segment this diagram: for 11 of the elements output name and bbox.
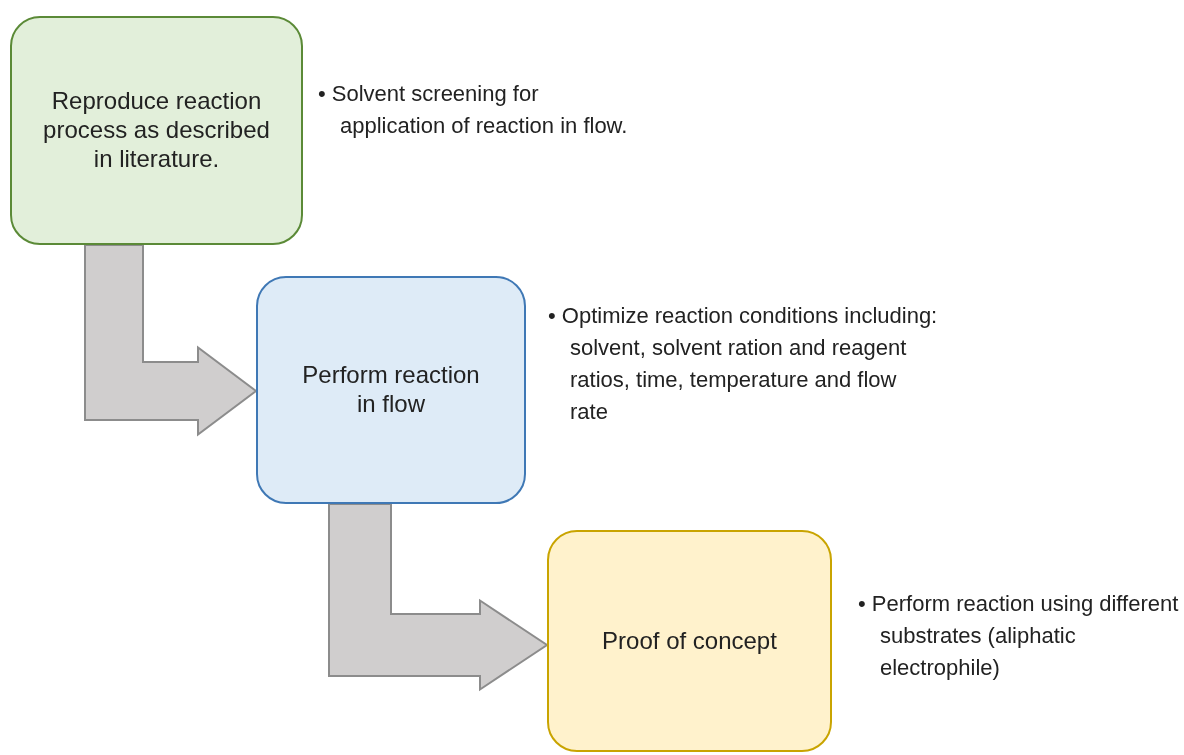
bullet-note: • Optimize reaction conditions including: solvent, solvent ration and reagent ratios, time, temperature and flow rate — [548, 302, 938, 426]
bullet-note: • Solvent screening for application of reaction in flow. — [318, 80, 629, 140]
bullet-note: • Perform reaction using different substrates (aliphatic electrophile) — [858, 590, 1180, 682]
block-arrow — [84, 244, 258, 437]
process-box — [256, 276, 526, 504]
block-arrow — [328, 503, 549, 692]
box-label: Perform reaction in flow — [301, 361, 481, 419]
process-box — [547, 530, 832, 752]
box-label: Proof of concept — [602, 626, 777, 656]
process-box — [10, 16, 303, 245]
box-label: Reproduce reaction process as described in literature. — [42, 87, 271, 174]
